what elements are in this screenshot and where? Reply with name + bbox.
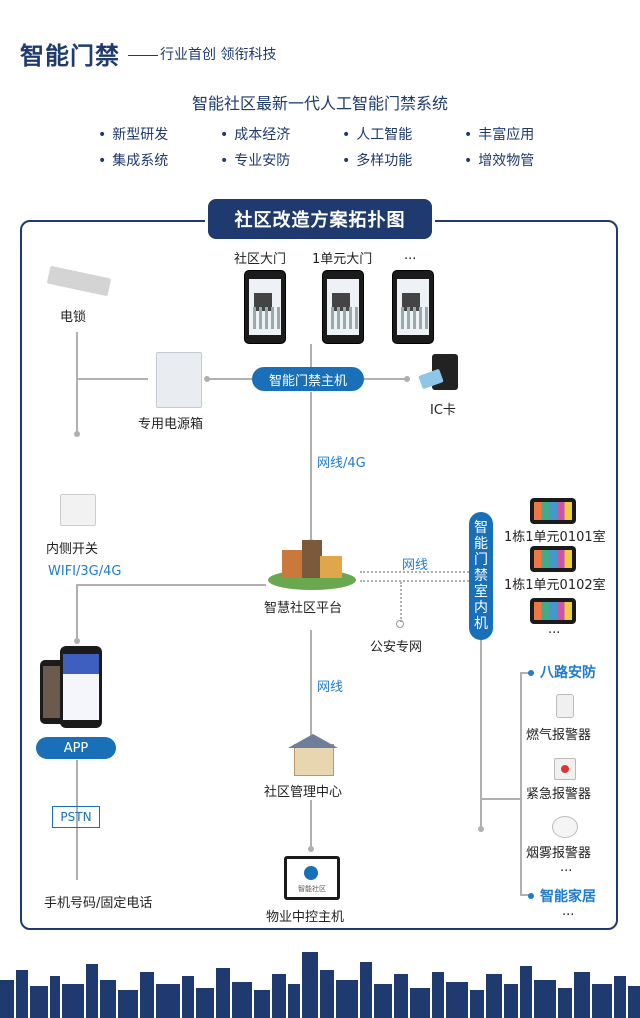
connector-dot	[308, 846, 314, 852]
police-label: 公安专网	[370, 640, 423, 655]
connector-line	[76, 760, 78, 880]
connector-line	[76, 332, 78, 434]
platform-building	[302, 540, 322, 578]
platform-building	[320, 556, 342, 578]
connector-dotted	[400, 582, 402, 622]
power-box-icon	[156, 352, 202, 408]
feature-item: 新型研发	[98, 124, 168, 144]
alarm-label: 燃气报警器	[526, 728, 592, 743]
indoor-monitor	[530, 598, 576, 624]
switch-icon	[60, 494, 96, 526]
feature-item: 多样功能	[342, 150, 412, 170]
smart-home-bullet	[528, 893, 534, 899]
alarm-label: 紧急报警器	[526, 787, 592, 802]
subtitle-text: 行业首创 领衔科技	[160, 47, 277, 63]
connector-line	[205, 378, 253, 380]
connector-line	[482, 798, 522, 800]
room-label: 1栋1单元0102室	[504, 578, 606, 593]
connector-line	[520, 672, 532, 674]
alarm-label: ...	[560, 860, 573, 875]
feature-item: 增效物管	[464, 150, 534, 170]
smart-home-title: 智能家居	[540, 889, 596, 905]
electric-lock-label: 电锁	[60, 310, 87, 325]
connector-line	[310, 392, 312, 542]
feature-item: 丰富应用	[464, 124, 534, 144]
feature-item: 成本经济	[220, 124, 290, 144]
feature-item: 人工智能	[342, 124, 412, 144]
phone-icon	[60, 646, 102, 728]
ic-card-label: IC卡	[430, 403, 456, 418]
link-label: 网线	[317, 680, 344, 695]
connector-line	[362, 378, 410, 380]
diagram-banner: 社区改造方案拓扑图	[208, 199, 432, 239]
headline: 智能社区最新一代人工智能门禁系统	[191, 94, 448, 113]
room-label: ...	[548, 622, 561, 637]
gas-alarm-icon	[556, 694, 574, 718]
property-host-icon: 智能社区	[284, 856, 340, 900]
skyline-illustration	[0, 952, 640, 1018]
power-box-label: 专用电源箱	[138, 417, 204, 432]
connector-line	[480, 632, 482, 828]
page-title: 智能门禁	[20, 42, 120, 70]
connector-line	[78, 378, 148, 380]
security-bullet	[528, 670, 534, 676]
smoke-alarm-icon	[552, 816, 578, 838]
subtitle-dash	[128, 54, 158, 56]
connector-line	[76, 584, 78, 642]
connector-line	[310, 630, 312, 738]
connector-dotted	[360, 571, 472, 573]
platform-building	[282, 550, 304, 578]
indoor-unit-pill: 智能门禁室内机	[469, 512, 493, 640]
room-label: 1栋1单元0101室	[504, 530, 606, 545]
center-roof-icon	[288, 734, 338, 748]
gate-label: ...	[404, 248, 417, 263]
center-label: 社区管理中心	[264, 785, 343, 800]
connector-dotted	[360, 580, 472, 582]
connector-ring	[396, 620, 404, 628]
indoor-monitor	[530, 498, 576, 524]
emergency-alarm-icon	[554, 758, 576, 780]
link-label: 网线	[402, 558, 429, 573]
connector-dot	[74, 431, 80, 437]
connector-dot	[74, 638, 80, 644]
feature-item: 集成系统	[98, 150, 168, 170]
door-terminal	[392, 270, 434, 344]
gate-label: 1单元大门	[312, 252, 373, 267]
host-pill: 智能门禁主机	[252, 367, 364, 391]
property-host-screen-text: 智能社区	[298, 885, 326, 893]
gate-label: 社区大门	[234, 252, 287, 267]
security-title: 八路安防	[540, 665, 596, 681]
app-pill[interactable]: APP	[36, 737, 116, 759]
pstn-box: PSTN	[52, 806, 100, 828]
link-label: 网线/4G	[317, 456, 366, 471]
smart-home-more: ...	[562, 904, 575, 919]
wireless-label: WIFI/3G/4G	[48, 564, 122, 579]
connector-line	[520, 894, 532, 896]
connector-dot	[204, 376, 210, 382]
connector-dot	[478, 826, 484, 832]
platform-label: 智慧社区平台	[264, 601, 343, 616]
phone-number-label: 手机号码/固定电话	[44, 896, 153, 911]
feature-item: 专业安防	[220, 150, 290, 170]
connector-line	[310, 800, 312, 848]
center-house-icon	[294, 744, 334, 776]
page-subtitle: 行业首创 领衔科技	[128, 44, 276, 64]
property-host-label: 物业中控主机	[266, 910, 345, 925]
alarm-label: 烟雾报警器	[526, 846, 592, 861]
connector-dot	[404, 376, 410, 382]
door-terminal	[244, 270, 286, 344]
inner-switch-label: 内侧开关	[46, 542, 99, 557]
indoor-monitor	[530, 546, 576, 572]
door-terminal	[322, 270, 364, 344]
connector-line	[310, 344, 312, 368]
connector-line	[520, 672, 522, 894]
connector-line	[76, 584, 266, 586]
